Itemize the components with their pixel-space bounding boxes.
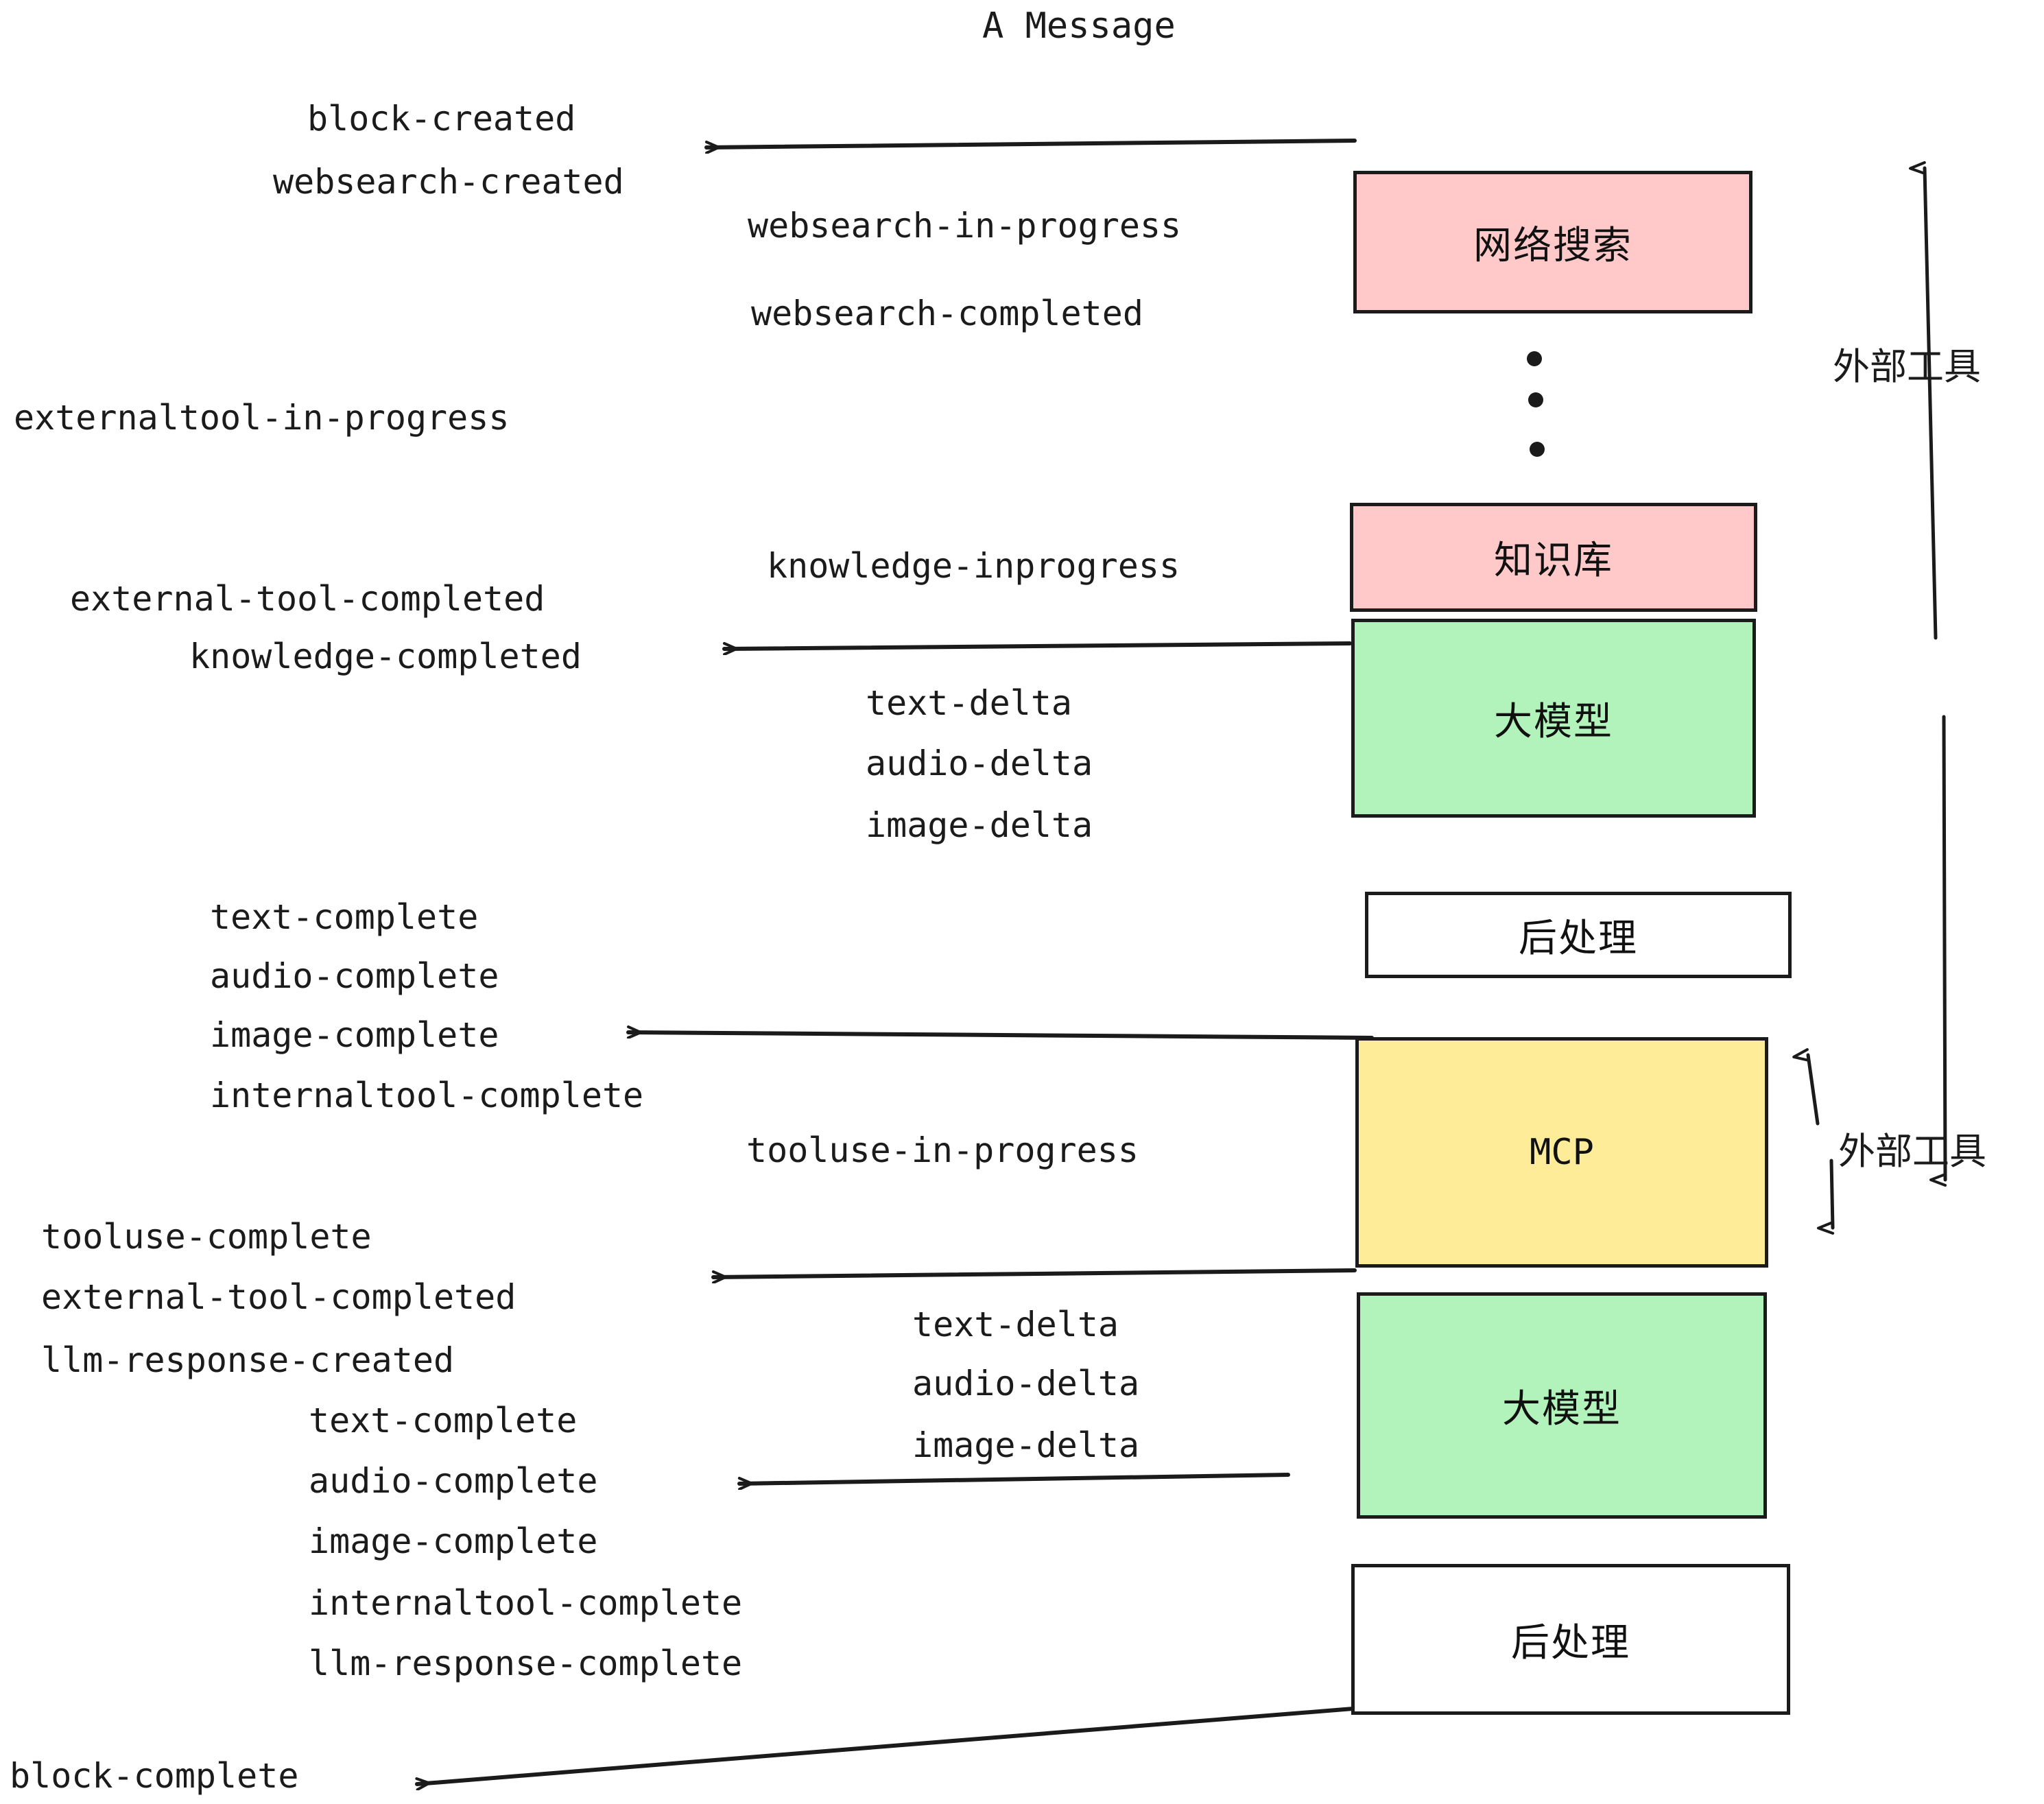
label-external-tool-top: 外部工具 xyxy=(1833,345,1981,388)
event-audio-complete-1: audio-complete xyxy=(210,956,499,996)
arrow-postprocess-to-image-complete xyxy=(626,1032,1374,1040)
arrow-knowledge-to-completed xyxy=(722,641,1352,649)
event-knowledge-completed: knowledge-completed xyxy=(189,637,582,676)
event-llm-response-complete: llm-response-complete xyxy=(309,1643,743,1683)
diagram-title: A Message xyxy=(982,5,1176,47)
box-postprocess-first-label: 后处理 xyxy=(1519,916,1638,961)
box-mcp-label: MCP xyxy=(1530,1132,1594,1173)
event-text-complete-1: text-complete xyxy=(210,897,479,937)
box-postprocess-second[interactable]: 后处理 xyxy=(1351,1564,1790,1715)
event-knowledge-inprogress: knowledge-inprogress xyxy=(767,546,1180,586)
label-external-tool-bottom: 外部工具 xyxy=(1838,1130,1986,1173)
ellipsis-dot-2 xyxy=(1528,392,1543,407)
ellipsis-dot-1 xyxy=(1527,351,1542,366)
box-llm-first-label: 大模型 xyxy=(1494,699,1613,744)
box-mcp[interactable]: MCP xyxy=(1355,1037,1768,1268)
event-websearch-completed: websearch-completed xyxy=(751,294,1143,333)
box-postprocess-first[interactable]: 后处理 xyxy=(1365,892,1792,978)
arrow-websearch-to-block-created xyxy=(704,139,1357,147)
box-llm-second-label: 大模型 xyxy=(1502,1386,1621,1432)
event-text-delta-1: text-delta xyxy=(866,683,1073,723)
box-postprocess-second-label: 后处理 xyxy=(1511,1620,1630,1665)
event-image-complete-2: image-complete xyxy=(309,1521,598,1561)
event-websearch-in-progress: websearch-in-progress xyxy=(748,206,1182,246)
box-knowledge[interactable]: 知识库 xyxy=(1350,503,1757,612)
arrow-postprocess-to-block-complete xyxy=(415,1706,1364,1784)
event-audio-delta-1: audio-delta xyxy=(866,744,1093,783)
arrow-llm-to-audio-complete xyxy=(737,1473,1290,1484)
event-internaltool-complete-2: internaltool-complete xyxy=(309,1583,743,1623)
arrow-mcp-to-tooluse-complete xyxy=(711,1268,1357,1277)
event-text-complete-2: text-complete xyxy=(309,1401,578,1440)
event-tooluse-in-progress: tooluse-in-progress xyxy=(746,1130,1139,1170)
event-websearch-created: websearch-created xyxy=(273,162,624,202)
event-image-delta-1: image-delta xyxy=(866,805,1093,845)
arrow-external-tool-up-top xyxy=(1925,168,1938,640)
event-text-delta-2: text-delta xyxy=(912,1305,1119,1344)
event-image-complete-1: image-complete xyxy=(210,1015,499,1055)
event-llm-response-created: llm-response-created xyxy=(41,1340,455,1380)
box-websearch-label: 网络搜索 xyxy=(1473,223,1632,268)
box-llm-second[interactable]: 大模型 xyxy=(1357,1292,1767,1519)
event-external-tool-completed-1: external-tool-completed xyxy=(70,579,545,619)
box-websearch[interactable]: 网络搜索 xyxy=(1353,171,1752,313)
event-externaltool-in-progress: externaltool-in-progress xyxy=(14,398,510,438)
event-audio-complete-2: audio-complete xyxy=(309,1461,598,1501)
event-audio-delta-2: audio-delta xyxy=(912,1364,1140,1403)
box-knowledge-label: 知识库 xyxy=(1494,538,1613,583)
event-image-delta-2: image-delta xyxy=(912,1425,1140,1465)
event-block-created: block-created xyxy=(307,99,576,139)
ellipsis-dot-3 xyxy=(1530,442,1545,457)
box-llm-first[interactable]: 大模型 xyxy=(1351,619,1756,818)
arrow-external-tool-down-top xyxy=(1944,715,1947,1180)
event-tooluse-complete: tooluse-complete xyxy=(41,1217,372,1257)
event-external-tool-completed-2: external-tool-completed xyxy=(41,1277,516,1317)
event-block-complete: block-complete xyxy=(10,1756,299,1796)
event-internaltool-complete-1: internaltool-complete xyxy=(210,1076,644,1115)
arrow-external-tool-down-bottom xyxy=(1831,1159,1835,1228)
arrow-external-tool-up-bottom xyxy=(1808,1055,1820,1126)
